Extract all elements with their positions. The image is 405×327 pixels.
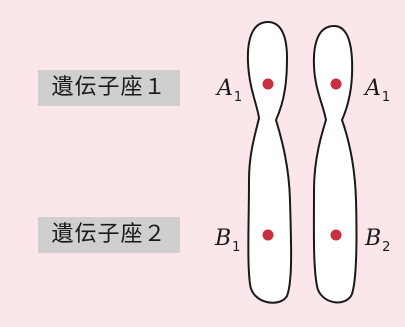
locus-dot-a-right <box>330 78 342 90</box>
allele-b2-right: B2 <box>365 226 391 256</box>
locus-dot-b-left <box>262 229 274 241</box>
allele-b1-left: B1 <box>215 226 241 256</box>
allele-a1-left: A1 <box>217 76 243 106</box>
allele-a1-right: A1 <box>365 76 391 106</box>
left-chromosome <box>246 20 293 304</box>
locus-1-label: 遺伝子座１ <box>38 70 180 106</box>
locus-dot-a-left <box>262 78 274 90</box>
right-chromosome <box>312 24 358 304</box>
locus-2-label: 遺伝子座２ <box>38 217 180 253</box>
locus-dot-b-right <box>330 229 342 241</box>
